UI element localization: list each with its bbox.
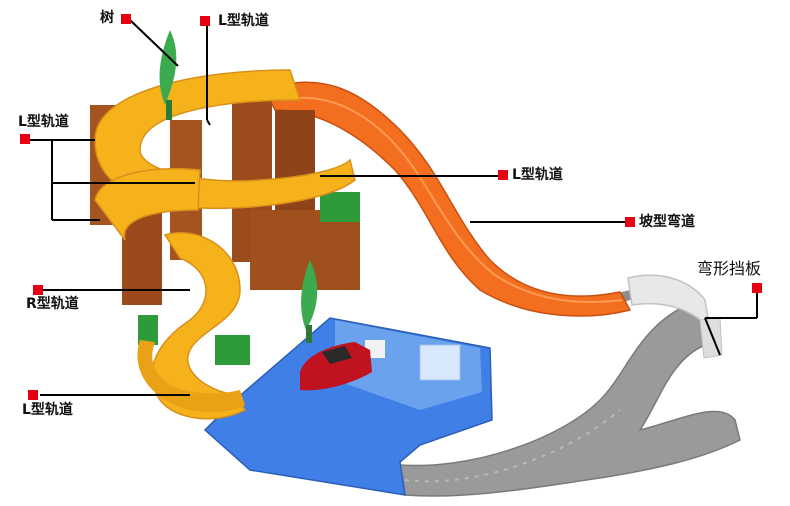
marker-slope <box>625 217 635 227</box>
label-l-bottom: L型轨道 <box>22 402 73 418</box>
label-tree: 树 <box>100 10 114 26</box>
wall-panel <box>419 344 461 381</box>
marker-l-top <box>200 16 210 26</box>
label-l-left: L型轨道 <box>18 114 69 130</box>
green-blocks <box>138 192 360 365</box>
marker-tree <box>121 14 131 24</box>
blue-base <box>203 317 493 496</box>
label-l-top: L型轨道 <box>218 13 269 29</box>
marker-l-bottom <box>28 390 38 400</box>
label-l-middle: L型轨道 <box>512 167 563 183</box>
trees <box>159 30 318 343</box>
yellow-tracks <box>94 69 356 420</box>
marker-l-left <box>20 134 30 144</box>
red-car <box>300 342 372 391</box>
label-slope: 坡型弯道 <box>639 214 695 230</box>
label-r-track: R型轨道 <box>26 296 79 312</box>
orange-slope-track <box>263 81 632 317</box>
leader-lines <box>30 19 758 396</box>
marker-l-middle <box>498 170 508 180</box>
label-barrier: 弯形挡板 <box>697 259 762 278</box>
marker-r-track <box>33 285 43 295</box>
marker-barrier <box>752 283 762 293</box>
